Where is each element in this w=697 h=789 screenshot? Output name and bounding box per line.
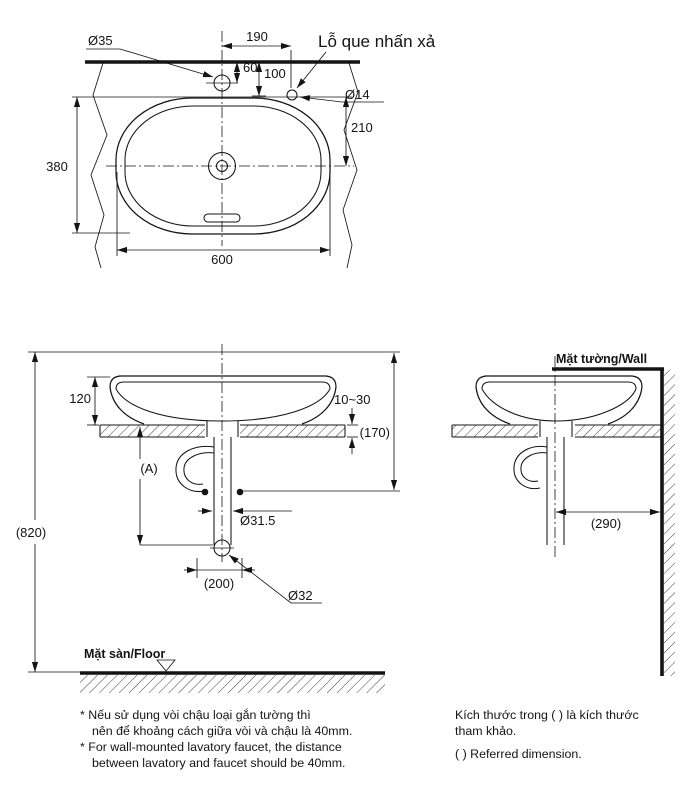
- svg-text:(A): (A): [140, 461, 157, 476]
- supply-point-right: [236, 488, 244, 496]
- dim-600: 600: [116, 172, 331, 267]
- leader-line: [86, 48, 214, 78]
- counter-section: [99, 424, 346, 438]
- svg-text:210: 210: [351, 120, 373, 135]
- svg-text:190: 190: [246, 29, 268, 44]
- dim-100: 100: [252, 62, 286, 97]
- drain-hole: [207, 151, 237, 181]
- note-ref-en: ( ) Referred dimension.: [455, 747, 582, 761]
- svg-text:(820): (820): [16, 525, 46, 540]
- basin-inner-rim: [124, 105, 322, 227]
- basin-section: [475, 375, 643, 437]
- dim-200: (200): [184, 558, 255, 591]
- dim-210: 210: [72, 96, 373, 166]
- side-view: Mặt tường/Wall: [451, 352, 675, 676]
- svg-text:(200): (200): [204, 576, 234, 591]
- trap-curve-outer: [175, 445, 215, 493]
- svg-text:(290): (290): [591, 516, 621, 531]
- svg-text:60: 60: [243, 60, 257, 75]
- dim-faucet-hole: Ø35: [86, 33, 214, 78]
- floor-hatching: [80, 675, 385, 693]
- floor: Mặt sàn/Floor: [80, 647, 385, 693]
- basin-outer-rim: [115, 97, 331, 235]
- front-view: (820) 120 10~30 (170) (A): [16, 344, 400, 693]
- svg-text:100: 100: [264, 66, 286, 81]
- svg-text:(170): (170): [360, 425, 390, 440]
- overflow-slot: [203, 213, 241, 223]
- dim-counter-thickness: 10~30: [334, 392, 371, 454]
- drain-pipe: [513, 437, 565, 545]
- push-rod-leader-line: [296, 51, 327, 89]
- dim-170: (170): [360, 353, 398, 490]
- dim-pipe-diameter: Ø31.5: [198, 507, 292, 528]
- supply-point-left: [201, 488, 209, 496]
- dim-290: (290): [556, 508, 660, 531]
- dim-60: 60: [233, 60, 257, 83]
- dim-rod-hole: Ø14: [299, 87, 384, 103]
- floor-label: Mặt sàn/Floor: [84, 647, 165, 661]
- counter-section: [451, 424, 661, 438]
- top-view: Lỗ que nhấn xả Ø35 190 60 100 Ø14: [46, 29, 436, 269]
- drain-hole-inner: [215, 159, 229, 173]
- ground-symbol: [156, 659, 176, 672]
- wall-hatching: [664, 370, 675, 676]
- push-rod-hole: [286, 89, 298, 101]
- wall-label: Mặt tường/Wall: [556, 352, 647, 366]
- footnotes: * Nếu sử dụng vòi chậu loại gắn tường th…: [80, 707, 639, 770]
- svg-text:Ø14: Ø14: [345, 87, 370, 102]
- drain-pipe: [175, 437, 400, 545]
- dim-A: (A): [136, 427, 213, 546]
- svg-text:Ø35: Ø35: [88, 33, 113, 48]
- trap-curve-inner: [520, 452, 548, 482]
- leader-line: [299, 95, 384, 103]
- note-en-line1: * For wall-mounted lavatory faucet, the …: [80, 740, 342, 754]
- break-line-right: [342, 62, 359, 269]
- svg-text:Ø31.5: Ø31.5: [240, 513, 275, 528]
- dim-floor-drain: Ø32: [228, 554, 322, 604]
- dim-190: 190: [222, 29, 292, 88]
- svg-text:600: 600: [211, 252, 233, 267]
- break-line-left: [90, 62, 108, 269]
- note-ref-vi-line1: Kích thước trong ( ) là kích thước: [455, 708, 639, 722]
- svg-text:120: 120: [69, 391, 91, 406]
- dim-380: 380: [46, 97, 130, 234]
- note-vi-line2: nên để khoảng cách giữa vòi và chậu là 4…: [92, 724, 352, 738]
- note-vi-line1: * Nếu sử dụng vòi chậu loại gắn tường th…: [80, 707, 311, 722]
- svg-text:380: 380: [46, 159, 68, 174]
- trap-curve-inner: [183, 452, 215, 485]
- dim-820: (820): [16, 352, 80, 673]
- basin-section: [109, 375, 337, 437]
- push-rod-hole-label: Lỗ que nhấn xả: [318, 32, 436, 51]
- trap-curve-outer: [513, 445, 548, 490]
- dim-120: 120: [69, 376, 110, 426]
- svg-text:10~30: 10~30: [334, 392, 371, 407]
- note-ref-vi-line2: tham khảo.: [455, 724, 516, 738]
- note-en-line2: between lavatory and faucet should be 40…: [92, 756, 345, 770]
- svg-text:Ø32: Ø32: [288, 588, 313, 603]
